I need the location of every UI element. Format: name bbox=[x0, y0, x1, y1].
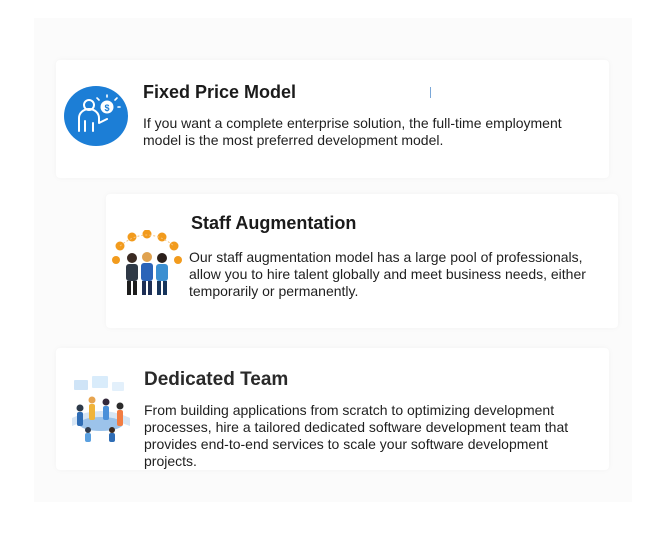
fixed-price-card[interactable]: $ Fixed Price Model If you want a comple… bbox=[56, 60, 609, 178]
card-description: From building applications from scratch … bbox=[144, 402, 569, 469]
svg-text:$: $ bbox=[104, 103, 109, 113]
text-cursor bbox=[430, 87, 431, 98]
dedicated-team-card[interactable]: Dedicated Team From building application… bbox=[56, 348, 609, 470]
staff-augmentation-card[interactable]: Staff Augmentation Our staff augmentatio… bbox=[106, 194, 618, 328]
card-description: Our staff augmentation model has a large… bbox=[189, 249, 586, 299]
card-title: Staff Augmentation bbox=[191, 213, 357, 233]
dedicated-team-illustration-icon bbox=[68, 374, 134, 444]
card-title: Fixed Price Model bbox=[143, 82, 297, 102]
card-title: Dedicated Team bbox=[144, 369, 289, 390]
fixed-price-person-icon: $ bbox=[63, 85, 129, 147]
card-description: If you want a complete enterprise soluti… bbox=[143, 115, 562, 148]
staff-group-illustration-icon bbox=[110, 230, 184, 298]
